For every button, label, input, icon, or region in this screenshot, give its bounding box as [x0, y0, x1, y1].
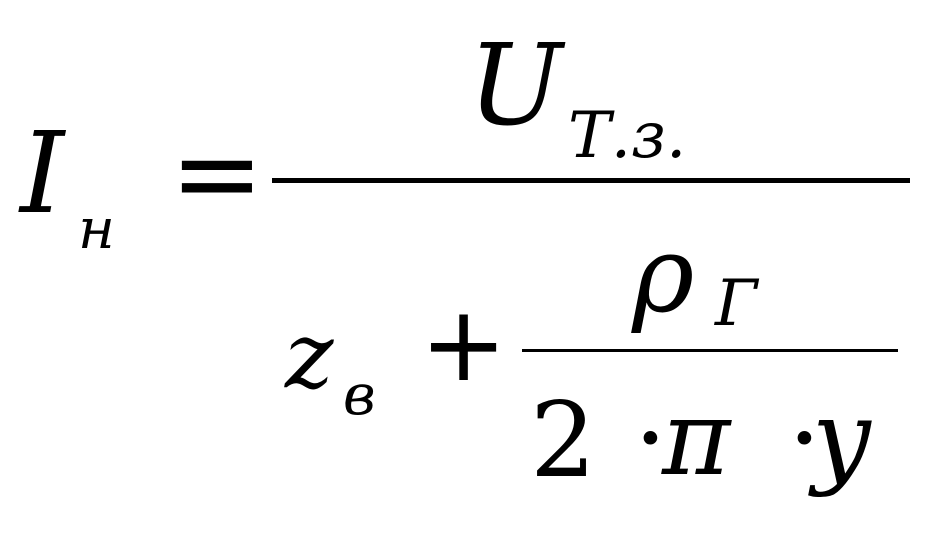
denominator-z-symbol: z — [285, 302, 334, 409]
inner-fraction-bar — [522, 349, 898, 352]
inner-denominator-y: y — [812, 377, 871, 499]
equals-sign: = — [170, 109, 264, 239]
numerator-subscript: Т.з. — [568, 99, 687, 173]
main-fraction-bar — [272, 178, 910, 183]
numerator-symbol: U — [468, 21, 563, 151]
lhs-subscript: н — [78, 197, 115, 262]
inner-numerator-symbol: ρ — [632, 213, 695, 336]
inner-numerator-subscript: Г — [715, 267, 758, 341]
inner-denominator-two: 2 — [530, 379, 597, 501]
plus-sign: + — [420, 283, 508, 405]
inner-denominator-dot-1: · — [634, 377, 668, 499]
lhs-symbol: I — [20, 109, 65, 239]
inner-denominator-pi: π — [662, 377, 731, 499]
denominator-z-subscript: в — [343, 363, 376, 428]
inner-denominator-dot-2: · — [788, 377, 822, 499]
